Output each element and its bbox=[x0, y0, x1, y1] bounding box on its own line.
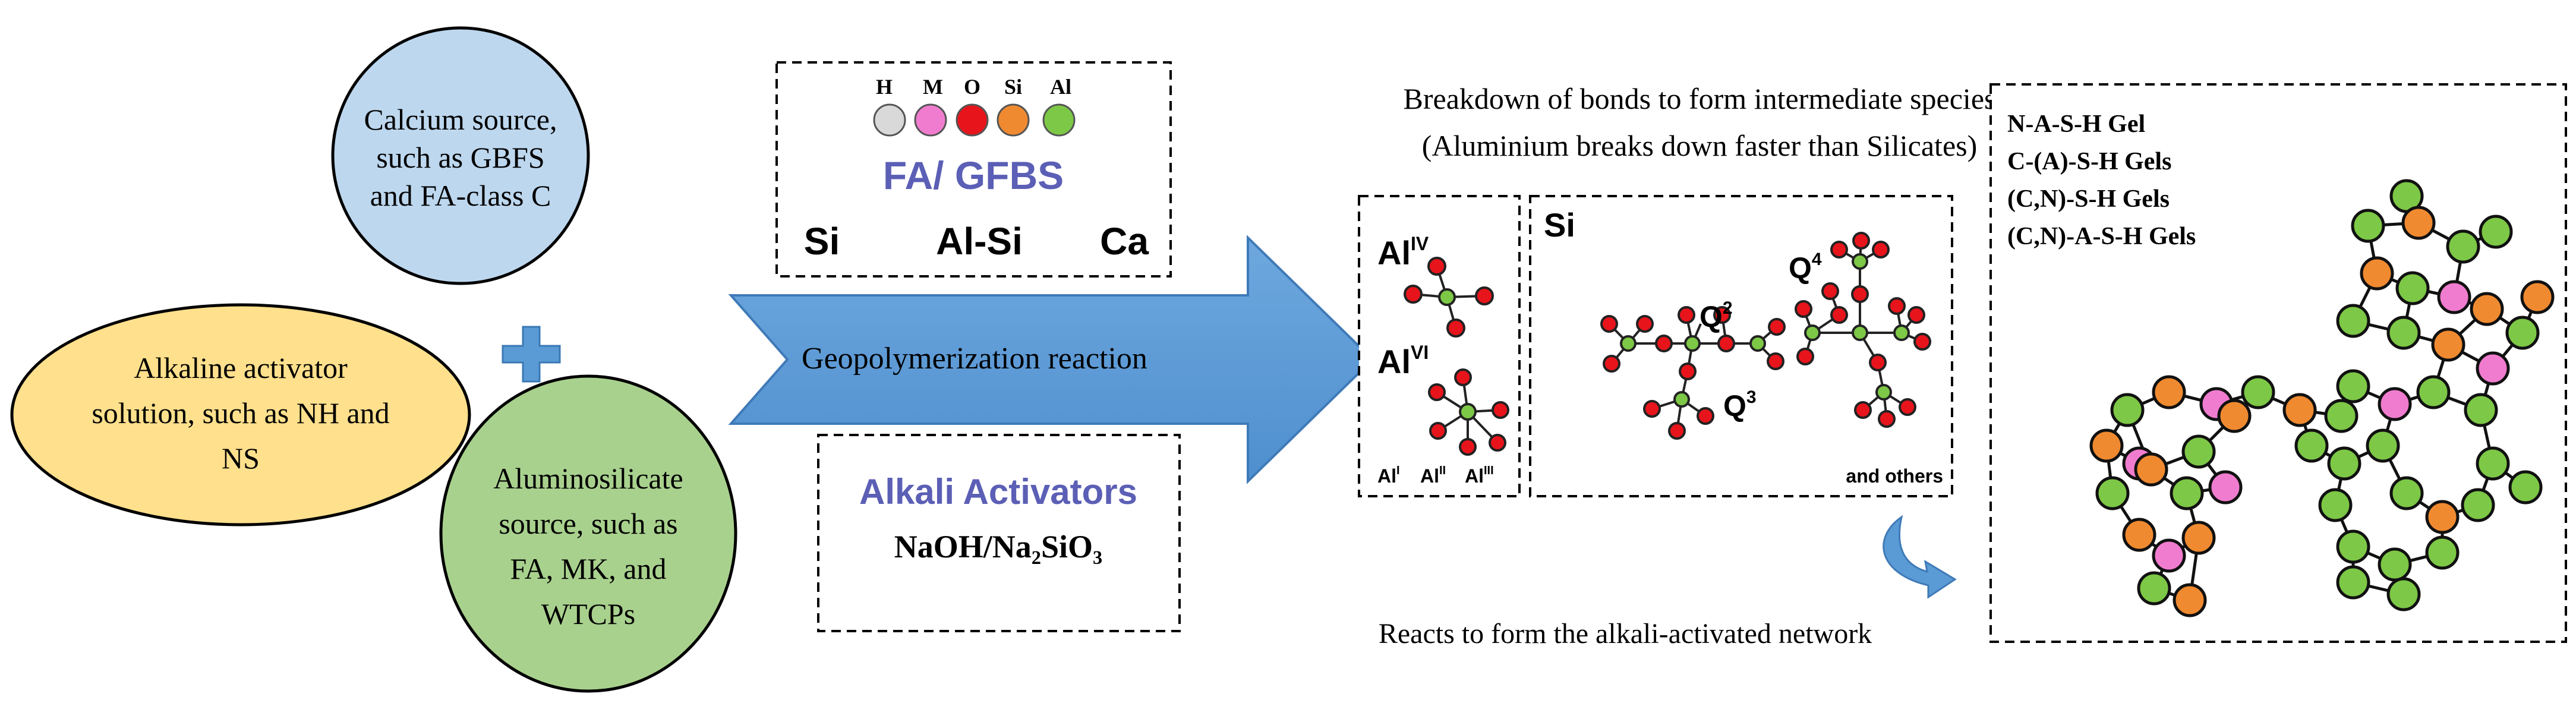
alkaline-text-3: NS bbox=[222, 442, 260, 475]
atom-si-swatch bbox=[997, 103, 1030, 137]
atom-o-swatch bbox=[956, 103, 989, 137]
breakdown-line-1: Breakdown of bonds to form intermediate … bbox=[1404, 82, 1996, 115]
q2-label: Q2 bbox=[1700, 298, 1733, 333]
breakdown-line-2: (Aluminium breaks down faster than Silic… bbox=[1422, 129, 1978, 162]
alkaline-text-2: solution, such as NH and bbox=[92, 396, 389, 430]
atom-legend: H M O Si Al bbox=[873, 75, 1076, 137]
gel-network-box: N-A-S-H Gel C-(A)-S-H Gels (C,N)-S-H Gel… bbox=[1989, 83, 2567, 643]
al-iv-structure bbox=[1404, 257, 1494, 338]
q3-label: Q3 bbox=[1723, 387, 1757, 423]
legend-item-si: Si bbox=[804, 220, 840, 263]
and-others-label: and others bbox=[1846, 465, 1943, 487]
q2-structure bbox=[1600, 306, 1786, 440]
reacts-label: Reacts to form the alkali-activated netw… bbox=[1379, 618, 1872, 650]
atom-label-m: M bbox=[923, 75, 943, 99]
legend-item-ca: Ca bbox=[1100, 220, 1149, 263]
calcium-text-1: Calcium source, bbox=[364, 103, 557, 136]
atom-label-o: O bbox=[964, 75, 980, 99]
q4-label: Q4 bbox=[1789, 250, 1822, 285]
alumino-text-4: WTCPs bbox=[541, 597, 635, 630]
atom-label-si: Si bbox=[1004, 75, 1022, 99]
gel-label-1: N-A-S-H Gel bbox=[2007, 111, 2145, 138]
geopolymerization-arrow: Geopolymerization reaction bbox=[728, 235, 1374, 484]
gel-label-2: C-(A)-S-H Gels bbox=[2007, 148, 2171, 175]
legend-title: FA/ GFBS bbox=[883, 153, 1064, 197]
legend-item-alsi: Al-Si bbox=[936, 220, 1023, 263]
alkali-activators-box: Alkali Activators NaOH/Na₂SiO₃ bbox=[817, 434, 1181, 632]
alumino-text-3: FA, MK, and bbox=[510, 552, 667, 585]
precursor-legend-box: H M O Si Al FA/ GFBS Si Al-Si Ca bbox=[775, 61, 1172, 278]
al-iv-label: AlIV bbox=[1377, 233, 1429, 272]
al-vi-structure bbox=[1428, 368, 1509, 456]
aluminosilicate-source-circle: Aluminosilicate source, such as FA, MK, … bbox=[439, 374, 737, 693]
al-ii-label: AlII bbox=[1420, 464, 1446, 487]
calcium-text-3: and FA-class C bbox=[370, 179, 551, 212]
si-box-title: Si bbox=[1544, 206, 1575, 244]
activators-formula: NaOH/Na₂SiO₃ bbox=[894, 529, 1102, 565]
al-iii-label: AlIII bbox=[1465, 464, 1494, 487]
aluminium-species-box: AlIV AlVI bbox=[1358, 195, 1521, 497]
plus-icon bbox=[502, 326, 561, 383]
al-i-label: AlI bbox=[1377, 464, 1400, 487]
alkaline-activator-ellipse: Alkaline activator solution, such as NH … bbox=[10, 303, 471, 526]
calcium-text-2: such as GBFS bbox=[376, 141, 544, 174]
curved-arrow-icon bbox=[1883, 515, 1957, 599]
calcium-source-circle: Calcium source, such as GBFS and FA-clas… bbox=[331, 26, 590, 285]
gel-label-3: (C,N)-S-H Gels bbox=[2007, 185, 2170, 213]
alkaline-text-1: Alkaline activator bbox=[134, 351, 348, 384]
al-vi-label: AlVI bbox=[1377, 342, 1429, 380]
atom-label-h: H bbox=[876, 75, 893, 99]
activators-title: Alkali Activators bbox=[859, 472, 1137, 512]
atom-m-swatch bbox=[914, 103, 947, 137]
q4-structure bbox=[1795, 232, 1931, 428]
alumino-text-2: source, such as bbox=[499, 507, 677, 540]
atom-al-swatch bbox=[1042, 103, 1076, 137]
silicate-species-box: Si bbox=[1529, 195, 1953, 497]
gel-label-4: (C,N)-A-S-H Gels bbox=[2007, 223, 2196, 250]
atom-h-swatch bbox=[873, 103, 906, 137]
geopolymer-network-structure bbox=[2089, 179, 2555, 617]
alumino-text-1: Aluminosilicate bbox=[493, 462, 683, 495]
atom-label-al: Al bbox=[1050, 75, 1071, 99]
arrow-label: Geopolymerization reaction bbox=[802, 342, 1147, 376]
